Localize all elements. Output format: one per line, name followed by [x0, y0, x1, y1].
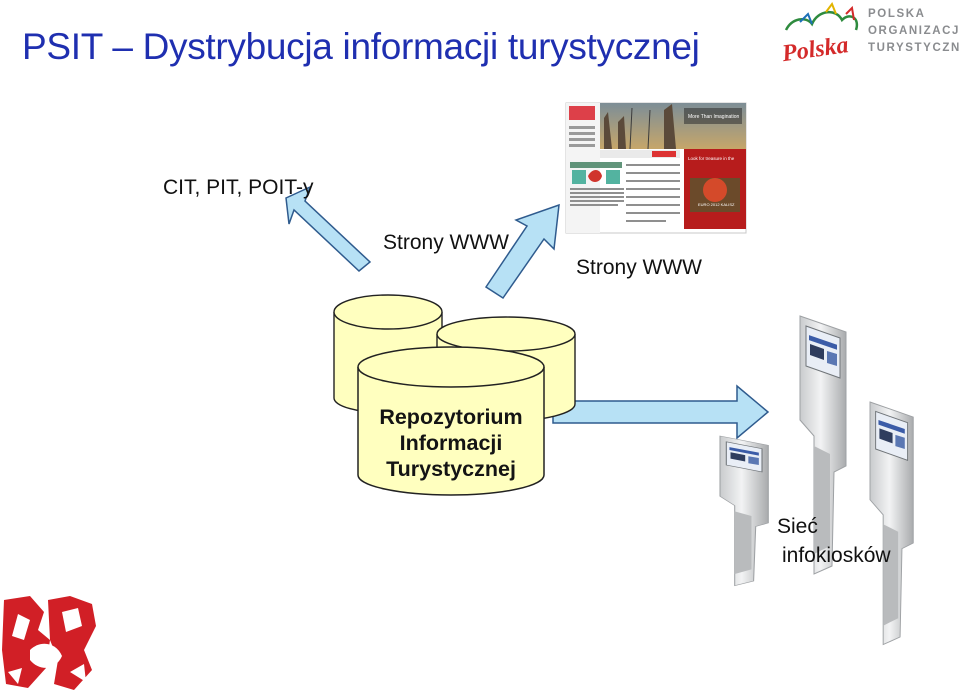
label-kiosk-network-line2: infokiosków — [782, 544, 891, 567]
slide-title: PSIT – Dystrybucja informacji turystyczn… — [22, 26, 700, 67]
organization-name: POLSKA ORGANIZACJA TURYSTYCZNA — [868, 6, 960, 57]
organization-name-line1: POLSKA — [868, 8, 926, 20]
label-websites-right: Strony WWW — [576, 256, 702, 279]
website-header-text: More Than Imagination — [688, 114, 740, 120]
repository-label-line2: Informacji — [399, 431, 503, 455]
label-kiosk-network: Sieć infokiosków — [777, 512, 891, 570]
website-panel-heading: Look for treasure in the — [688, 156, 735, 161]
poster-emblem — [0, 594, 100, 690]
arrow-to-www-left — [484, 203, 560, 300]
polska-logo: Polska — [779, 1, 859, 67]
kiosk-3 — [719, 435, 769, 587]
arrow-to-cit — [285, 185, 372, 272]
repository-label-line3: Turystycznej — [386, 457, 516, 481]
arrow-to-kiosks — [552, 384, 770, 440]
repository-label-line1: Repozytorium — [379, 405, 523, 429]
label-cit-pit-poit: CIT, PIT, POIT-y — [163, 176, 314, 199]
website-screenshot: More Than Imagination Look for treasure … — [565, 102, 747, 234]
polska-wordmark: Polska — [779, 32, 850, 67]
label-websites-left: Strony WWW — [383, 231, 509, 254]
repository-label: Repozytorium Informacji Turystycznej — [358, 404, 544, 482]
database-repository — [357, 346, 545, 496]
website-tile-caption: EURO 2012 KALISZ — [698, 202, 735, 207]
organization-name-line3: TURYSTYCZNA — [868, 42, 960, 54]
label-kiosk-network-line1: Sieć — [777, 515, 818, 538]
organization-name-line2: ORGANIZACJA — [868, 25, 960, 37]
